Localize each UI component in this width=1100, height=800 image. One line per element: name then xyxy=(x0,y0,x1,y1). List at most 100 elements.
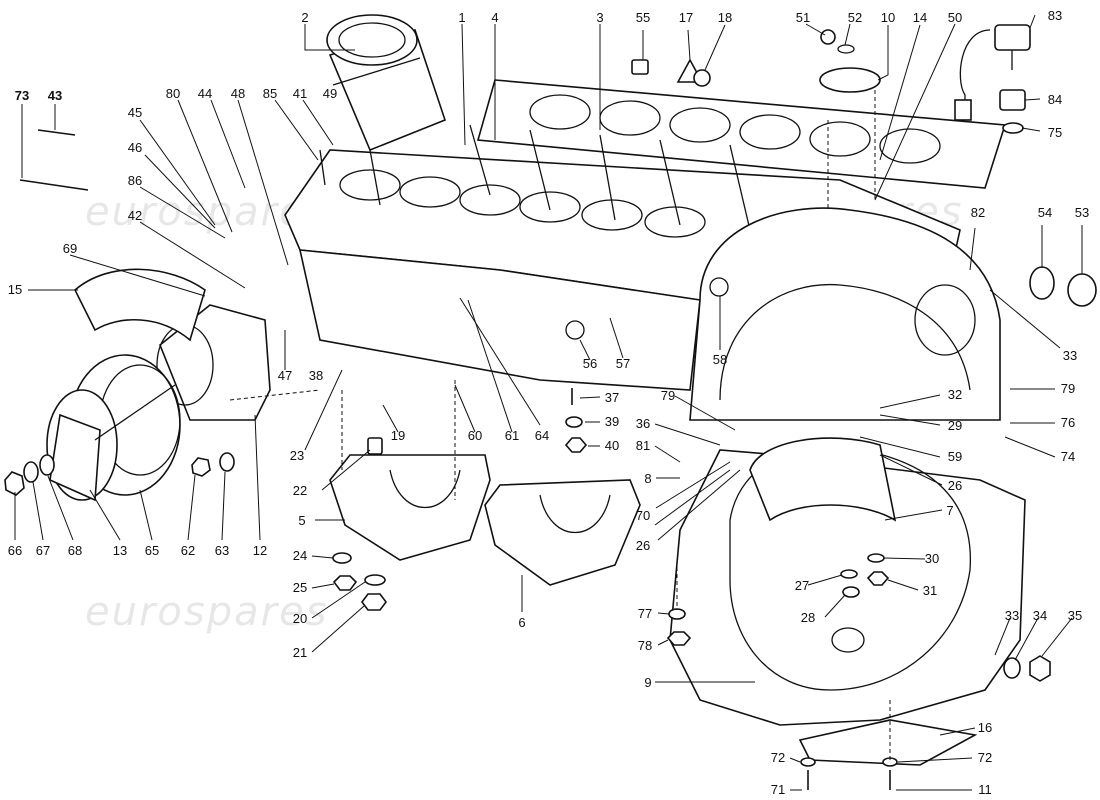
main-bearing-caps xyxy=(329,454,641,586)
callout-45: 45 xyxy=(128,105,142,120)
callout-49: 49 xyxy=(323,86,337,101)
callout-43: 43 xyxy=(48,88,62,103)
callout-59: 59 xyxy=(948,449,962,464)
callout-63: 63 xyxy=(215,543,229,558)
callout-46: 46 xyxy=(128,140,142,155)
callout-37: 37 xyxy=(605,390,619,405)
head-gasket xyxy=(476,79,1007,189)
callout-33-upper: 33 xyxy=(1063,348,1077,363)
callout-71: 71 xyxy=(771,782,785,797)
callout-34: 34 xyxy=(1033,608,1047,623)
fasteners xyxy=(4,24,1097,790)
callout-62: 62 xyxy=(181,543,195,558)
leader-lines xyxy=(14,14,1083,791)
callout-72-right: 72 xyxy=(978,750,992,765)
callout-64: 64 xyxy=(535,428,549,443)
callout-26-left: 26 xyxy=(636,538,650,553)
callout-74: 74 xyxy=(1061,449,1075,464)
callout-8: 8 xyxy=(644,471,651,486)
callout-6: 6 xyxy=(518,615,525,630)
callout-42: 42 xyxy=(128,208,142,223)
callout-58: 58 xyxy=(713,352,727,367)
callout-57: 57 xyxy=(616,356,630,371)
callout-18: 18 xyxy=(718,10,732,25)
callout-65: 65 xyxy=(145,543,159,558)
callout-52: 52 xyxy=(848,10,862,25)
timing-cover-pulley-assembly xyxy=(46,268,271,502)
callout-10: 10 xyxy=(881,10,895,25)
callout-76: 76 xyxy=(1061,415,1075,430)
callout-15: 15 xyxy=(8,282,22,297)
callout-82: 82 xyxy=(971,205,985,220)
callout-12: 12 xyxy=(253,543,267,558)
callout-81: 81 xyxy=(636,438,650,453)
callout-22: 22 xyxy=(293,483,307,498)
callout-11: 11 xyxy=(978,782,992,797)
callout-80: 80 xyxy=(166,86,180,101)
callout-21: 21 xyxy=(293,645,307,660)
callout-32: 32 xyxy=(948,387,962,402)
callout-67: 67 xyxy=(36,543,50,558)
callout-7: 7 xyxy=(946,503,953,518)
callout-86: 86 xyxy=(128,173,142,188)
callout-66: 66 xyxy=(8,543,22,558)
callout-56: 56 xyxy=(583,356,597,371)
callout-48: 48 xyxy=(231,86,245,101)
callout-labels: 2 1 4 3 55 17 18 51 52 10 14 50 83 84 75… xyxy=(8,8,1089,797)
callout-61: 61 xyxy=(505,428,519,443)
callout-5: 5 xyxy=(298,513,305,528)
callout-41: 41 xyxy=(293,86,307,101)
callout-50: 50 xyxy=(948,10,962,25)
callout-79-left: 79 xyxy=(661,388,675,403)
callout-33-lower: 33 xyxy=(1005,608,1019,623)
callout-70: 70 xyxy=(636,508,650,523)
callout-83: 83 xyxy=(1048,8,1062,23)
callout-35: 35 xyxy=(1068,608,1082,623)
callout-26-right: 26 xyxy=(948,478,962,493)
watermark: eurospares xyxy=(85,589,329,635)
callout-36: 36 xyxy=(636,416,650,431)
callout-17: 17 xyxy=(679,10,693,25)
callout-9: 9 xyxy=(644,675,651,690)
callout-85: 85 xyxy=(263,86,277,101)
callout-54: 54 xyxy=(1038,205,1052,220)
callout-51: 51 xyxy=(796,10,810,25)
callout-78: 78 xyxy=(638,638,652,653)
callout-60: 60 xyxy=(468,428,482,443)
callout-4: 4 xyxy=(491,10,498,25)
callout-3: 3 xyxy=(596,10,603,25)
callout-14: 14 xyxy=(913,10,927,25)
callout-16: 16 xyxy=(978,720,992,735)
callout-23: 23 xyxy=(290,448,304,463)
callout-29: 29 xyxy=(948,418,962,433)
callout-53: 53 xyxy=(1075,205,1089,220)
callout-1: 1 xyxy=(458,10,465,25)
callout-55: 55 xyxy=(636,10,650,25)
callout-39: 39 xyxy=(605,414,619,429)
callout-68: 68 xyxy=(68,543,82,558)
callout-25: 25 xyxy=(293,580,307,595)
callout-69: 69 xyxy=(63,241,77,256)
cylinder-liner xyxy=(326,14,446,152)
callout-38: 38 xyxy=(309,368,323,383)
callout-75: 75 xyxy=(1048,125,1062,140)
callout-27: 27 xyxy=(795,578,809,593)
callout-24: 24 xyxy=(293,548,307,563)
callout-79-right: 79 xyxy=(1061,381,1075,396)
callout-2: 2 xyxy=(301,10,308,25)
crankcase-block xyxy=(284,124,1001,421)
callout-13: 13 xyxy=(113,543,127,558)
callout-84: 84 xyxy=(1048,92,1062,107)
callout-47: 47 xyxy=(278,368,292,383)
callout-20: 20 xyxy=(293,611,307,626)
callout-19: 19 xyxy=(391,428,405,443)
callout-77: 77 xyxy=(638,606,652,621)
callout-28: 28 xyxy=(801,610,815,625)
lower-crankcase xyxy=(669,437,1026,766)
callout-73: 73 xyxy=(15,88,29,103)
callout-30: 30 xyxy=(925,551,939,566)
callout-44: 44 xyxy=(198,86,212,101)
callout-31: 31 xyxy=(923,583,937,598)
callout-72-left: 72 xyxy=(771,750,785,765)
